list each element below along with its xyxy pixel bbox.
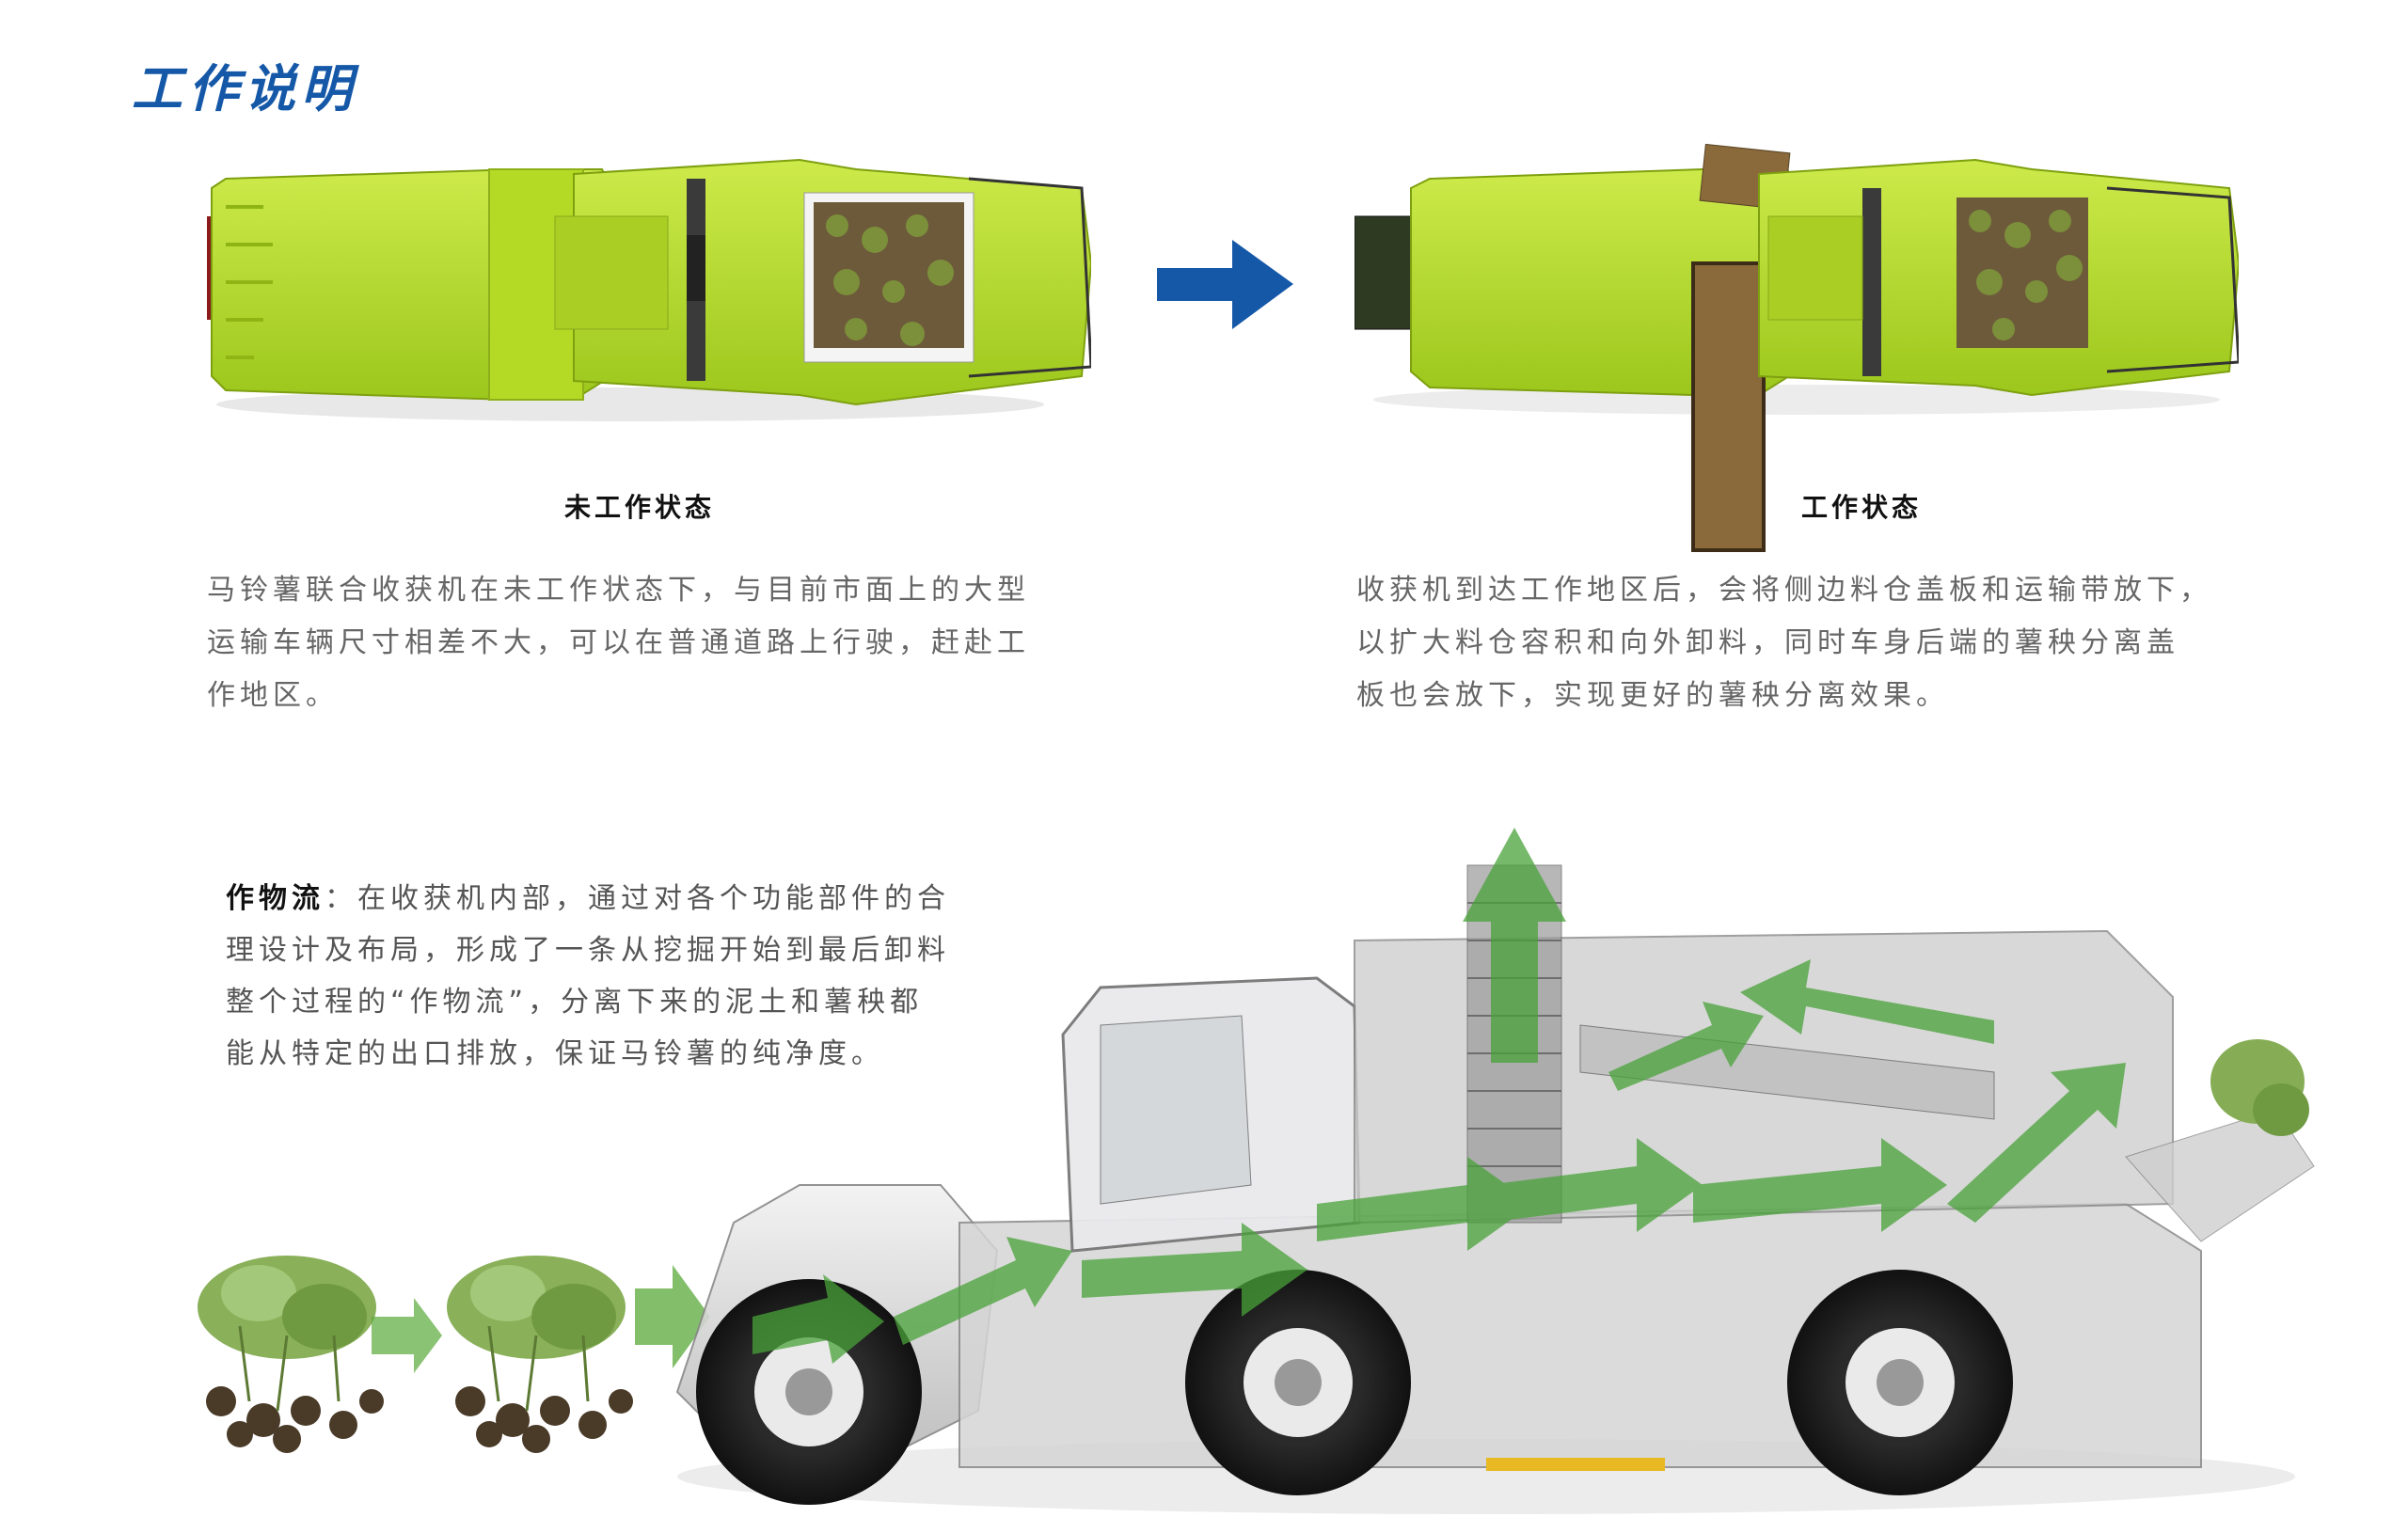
idle-description-line: 马铃薯联合收获机在未工作状态下，与目前市面上的大型 xyxy=(207,574,1030,607)
crop-flow-lead: 作物流 xyxy=(226,882,325,915)
idle-description: 马铃薯联合收获机在未工作状态下，与目前市面上的大型 运输车辆尺寸相差不大，可以在… xyxy=(207,564,1110,722)
working-description-line: 以扩大料仓容积和向外卸料，同时车身后端的薯秧分离盖 xyxy=(1356,626,2179,659)
working-state-label: 工作状态 xyxy=(1801,492,1923,523)
harvester-top-view-idle xyxy=(207,158,1091,421)
crop-flow-line: 整个过程的“作物流”，分离下来的泥土和薯秧都 xyxy=(226,986,924,1019)
crop-flow-line: 能从特定的出口排放，保证马铃薯的纯净度。 xyxy=(226,1037,884,1070)
working-description-line: 板也会放下，实现更好的薯秧分离效果。 xyxy=(1356,679,1949,712)
idle-description-line: 运输车辆尺寸相差不大，可以在普通道路上行驶，赶赴工 xyxy=(207,626,1030,659)
harvester-side-view-crop-flow xyxy=(675,828,2315,1514)
potato-plants-illustration xyxy=(198,1256,710,1453)
harvester-top-view-working xyxy=(1354,143,2239,552)
page-title: 工作说明 xyxy=(132,59,357,119)
crop-flow-line: 理设计及布局，形成了一条从挖掘开始到最后卸料 xyxy=(226,934,950,967)
crop-flow-description: 作物流：在收获机内部，通过对各个功能部件的合 理设计及布局，形成了一条从挖掘开始… xyxy=(226,873,1072,1080)
transition-arrow-icon xyxy=(1157,240,1293,329)
idle-description-line: 作地区。 xyxy=(207,679,339,712)
idle-state-label: 未工作状态 xyxy=(564,492,716,523)
crop-flow-line: ：在收获机内部，通过对各个功能部件的合 xyxy=(325,882,950,915)
working-description-line: 收获机到达工作地区后，会将侧边料仓盖板和运输带放下， xyxy=(1356,574,2212,607)
working-description: 收获机到达工作地区后，会将侧边料仓盖板和运输带放下， 以扩大料仓容积和向外卸料，… xyxy=(1356,564,2391,722)
